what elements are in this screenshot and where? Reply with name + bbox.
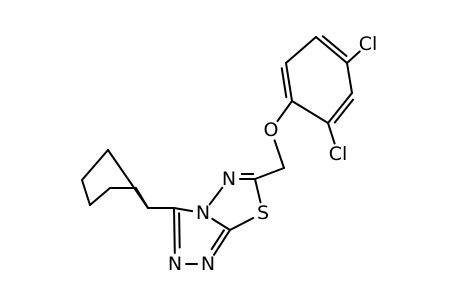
bond-c5-c1 <box>346 62 353 94</box>
atom-label-cl1: Cl <box>359 33 378 55</box>
atom-label-s1: S <box>257 202 269 224</box>
bond-c4-cl2 <box>327 122 336 145</box>
atom-label-n2: N <box>168 253 182 275</box>
bond-ch2-c6td <box>254 167 285 180</box>
bond-c1-c6-second-line <box>321 35 348 57</box>
bond-c2-c3 <box>285 62 293 102</box>
bond-o1-ch2 <box>273 139 285 169</box>
bond-c8a-n1-second-line <box>210 229 225 251</box>
bond-s1-c8a <box>229 217 255 231</box>
bond-c4-c5 <box>327 92 353 124</box>
bond-c3-c4 <box>291 100 329 124</box>
bond-n2-c3t-second-line <box>178 212 181 249</box>
bond-cy4-cy5 <box>81 179 91 206</box>
atom-label-n1: N <box>201 253 215 275</box>
bond-cy3-cy4 <box>89 187 111 206</box>
bond-cy6-cy1 <box>107 149 149 209</box>
bond-c8a-n1 <box>213 229 231 256</box>
bond-c6-c2 <box>285 36 317 64</box>
bond-c6td-s1 <box>254 178 262 204</box>
bond-n4-c8a <box>211 217 231 231</box>
bond-cy5-cy6 <box>81 149 109 181</box>
bond-cl1-c1 <box>346 50 361 64</box>
atom-label-cl2: Cl <box>329 143 348 165</box>
bond-c4-c5-second-line <box>333 98 354 124</box>
atom-label-n5: N <box>222 168 236 190</box>
atom-label-n4: N <box>196 202 210 224</box>
bond-c2-c3-second-line <box>280 67 288 99</box>
bond-c3t-n4 <box>173 207 194 213</box>
bonds-layer <box>81 35 361 265</box>
bond-n5-n4 <box>208 186 224 206</box>
atom-label-o1: O <box>264 119 279 141</box>
bond-n2-c3t <box>173 207 176 254</box>
bond-c1-c6 <box>315 36 348 64</box>
bond-c3-o1 <box>276 100 293 123</box>
